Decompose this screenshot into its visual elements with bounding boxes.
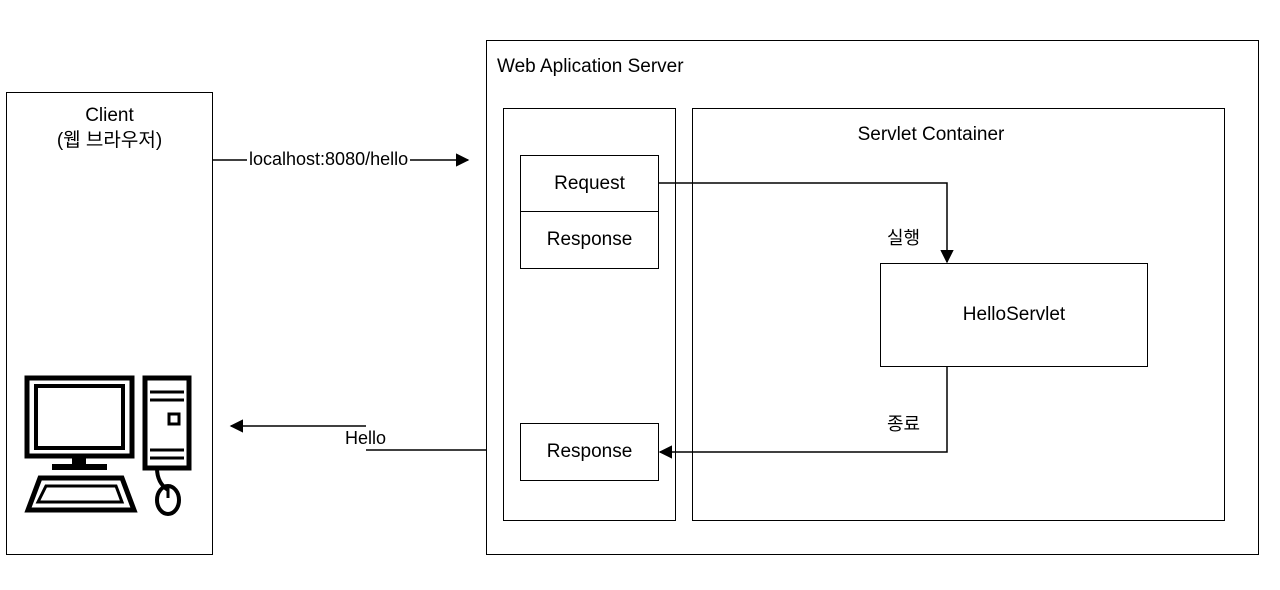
response-hello-label: Hello <box>343 428 389 449</box>
execute-label: 실행 <box>887 228 921 248</box>
servlet-container-title: Servlet Container <box>857 124 1005 145</box>
response-object-box-bottom: Response <box>520 423 659 481</box>
hello-servlet-box: HelloServlet <box>880 263 1148 367</box>
hello-servlet-label: HelloServlet <box>962 304 1066 325</box>
client-title: Client <box>85 105 134 126</box>
request-label: Request <box>554 173 625 194</box>
finish-label: 종료 <box>887 414 921 434</box>
was-title: Web Aplication Server <box>497 56 684 77</box>
request-object-box: Request <box>520 155 659 213</box>
request-url-label: localhost:8080/hello <box>247 149 411 170</box>
response-object-box-top: Response <box>520 211 659 269</box>
response-label-bottom: Response <box>546 441 633 462</box>
response-label-top: Response <box>546 229 633 250</box>
desktop-computer-icon <box>24 375 192 516</box>
client-subtitle: (웹 브라우저) <box>56 130 163 151</box>
